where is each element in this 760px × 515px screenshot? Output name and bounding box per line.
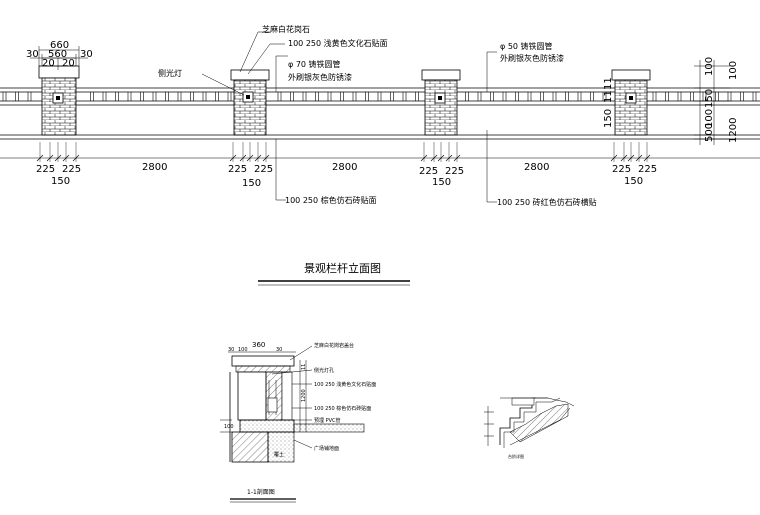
- dim-225: 225: [638, 164, 657, 175]
- bottom-dimension-line: [0, 142, 760, 162]
- dim-side-right: 30: [80, 49, 93, 60]
- section-label: 芝麻白花岗岩盖台: [314, 342, 354, 349]
- sec-left-dim: 100: [224, 424, 234, 430]
- right-dimensions: 100 150 100 500 100 1200 11 11 150: [603, 57, 739, 145]
- sec-dim: 30: [276, 347, 282, 353]
- section-core: [265, 371, 283, 421]
- dim-span: 2800: [524, 162, 549, 173]
- dim-inset-left: 20: [42, 58, 55, 69]
- dim-inset-right: 20: [62, 58, 75, 69]
- sec-dim: 100: [238, 347, 248, 353]
- section-cap: [231, 355, 295, 367]
- footing: [231, 431, 269, 463]
- dim-right: 11: [603, 77, 614, 90]
- railing-elevation: 660 560 30 30 20 20 芝麻白花岗石 100 250 浅黄色文化…: [0, 24, 760, 286]
- paving: [293, 423, 365, 433]
- pier-1: [38, 65, 80, 136]
- dim-225: 225: [36, 164, 55, 175]
- step-detail: 台阶详图: [484, 397, 575, 459]
- section-label: 预埋 PVC管: [314, 417, 341, 424]
- label-paint2: 外刷银灰色防锈漆: [500, 53, 564, 63]
- balusters: [2, 92, 757, 101]
- section-label: 广场铺地面: [314, 445, 339, 452]
- dim-right: 100: [704, 57, 715, 76]
- dim-right: 100: [728, 61, 739, 80]
- dim-225: 225: [62, 164, 81, 175]
- dim-overall: 660: [50, 40, 69, 51]
- section-title: 1-1剖面图: [247, 488, 275, 496]
- dim-225: 225: [445, 166, 464, 177]
- annotation-leaders: [201, 31, 497, 203]
- dim-right: 11: [603, 90, 614, 103]
- dim-225: 225: [228, 164, 247, 175]
- detail-caption: 台阶详图: [508, 453, 524, 459]
- dim-right: 500: [704, 123, 715, 142]
- dim-right: 150: [704, 89, 715, 108]
- dim-right: 100: [704, 109, 715, 128]
- section-label: 100 250 棕色仿石砖贴面: [314, 405, 371, 412]
- pvc-pipe: [267, 397, 278, 413]
- pier-4: [611, 69, 651, 136]
- label-side-light: 侧光灯: [158, 68, 182, 78]
- sec-dim: 360: [252, 341, 265, 349]
- dim-225: 225: [419, 166, 438, 177]
- label-pipe50: φ 50 铸铁圆管: [500, 41, 553, 51]
- pier-2: [230, 69, 270, 136]
- pier-3: [421, 69, 461, 136]
- dim-150: 150: [242, 178, 261, 189]
- top-dimensions: 660 560 30 30 20 20: [26, 40, 93, 70]
- label-pipe70: φ 70 铸铁圆管: [288, 59, 341, 69]
- dim-right: 150: [603, 109, 614, 128]
- label-red-brick: 100 250 砖红色仿石砖横贴: [497, 197, 597, 207]
- label-paint1: 外刷银灰色防锈漆: [288, 72, 352, 82]
- label-sesame-stone: 芝麻白花岗石: [262, 24, 310, 34]
- section-label: 侧光灯孔: [314, 367, 334, 374]
- bottom-dimension-texts: 225 225 150 225 225 150 225 225 150 225 …: [36, 162, 657, 189]
- dim-225: 225: [254, 164, 273, 175]
- dim-150: 150: [624, 176, 643, 187]
- dim-side-left: 30: [26, 49, 39, 60]
- dim-span: 2800: [332, 162, 357, 173]
- elevation-title: 景观栏杆立面图: [304, 261, 381, 275]
- section-1-1: 30 100 360 30 100 1200 11: [220, 341, 376, 503]
- dim-225: 225: [612, 164, 631, 175]
- dim-right: 1200: [728, 118, 739, 143]
- section-ground-label: 覆土: [274, 451, 284, 458]
- sec-right-dim: 1200: [301, 389, 307, 402]
- dim-cap-inner: 560: [48, 49, 67, 60]
- sec-right-dim: 11: [301, 364, 307, 370]
- dim-150: 150: [51, 176, 70, 187]
- dim-span: 2800: [142, 162, 167, 173]
- label-culture-stone: 100 250 浅黄色文化石贴面: [288, 38, 388, 48]
- sec-dim: 30: [228, 347, 234, 353]
- section-label: 100 250 浅黄色文化石贴面: [314, 381, 376, 388]
- dim-150: 150: [432, 177, 451, 188]
- label-brown-brick: 100 250 棕色仿石砖贴面: [285, 195, 377, 205]
